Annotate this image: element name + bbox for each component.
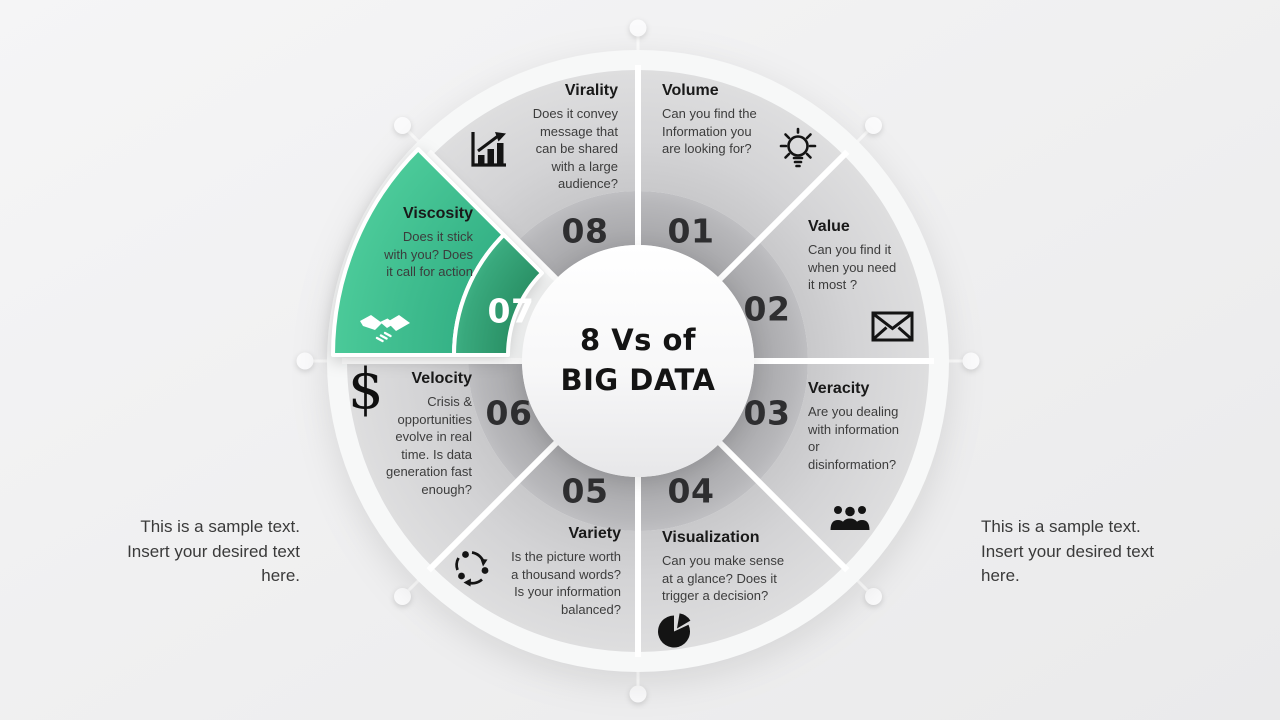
pie-chart-icon (658, 613, 691, 648)
segment-variety-description: Is the picture worth a thousand words? I… (511, 549, 621, 617)
segment-virality: Virality Does it convey message that can… (468, 82, 618, 193)
envelope-icon (871, 311, 914, 342)
segment-veracity: Veracity Are you dealing with informatio… (808, 380, 948, 473)
segment-virality-title: Virality (564, 82, 618, 99)
wheel-sector-03 (758, 361, 929, 567)
segment-volume-title: Volume (662, 82, 719, 99)
segment-variety: Variety Is the picture worth a thousand … (471, 525, 621, 618)
wheel-sector-01 (638, 69, 844, 241)
segment-veracity-description: Are you dealing with information or disi… (808, 404, 900, 472)
dollar-icon: $ (348, 362, 384, 418)
segment-viscosity-description: Does it stick with you? Does it call for… (384, 229, 473, 279)
number-badge-01: 01 (667, 211, 715, 251)
wheel-sector-06 (346, 361, 518, 567)
number-badge-02: 02 (743, 289, 791, 329)
segment-virality-description: Does it convey message that can be share… (532, 106, 618, 191)
segment-viscosity-title: Viscosity (403, 205, 473, 222)
number-badge-07: 07 (487, 291, 535, 331)
number-badge-08: 08 (561, 211, 609, 251)
segment-visualization-title: Visualization (662, 529, 760, 546)
wheel-center-title: 8 Vs of BIG DATA (518, 320, 758, 400)
number-badge-04: 04 (667, 471, 715, 511)
title-line-2: BIG DATA (560, 363, 716, 397)
segment-visualization: Visualization Can you make sense at a gl… (662, 529, 822, 605)
title-line-1: 8 Vs of (579, 323, 697, 357)
segment-variety-title: Variety (568, 525, 621, 542)
segment-value-description: Can you find it when you need it most ? (808, 242, 897, 292)
wheel-sector-07-highlighted (331, 147, 544, 357)
bar-chart-icon (471, 132, 506, 167)
wheel-sector-04 (638, 481, 844, 652)
segment-visualization-description: Can you make sense at a glance? Does it … (662, 553, 785, 603)
segment-viscosity: Viscosity Does it stick with you? Does i… (333, 205, 473, 281)
segment-value: Value Can you find it when you need it m… (808, 218, 948, 294)
segment-volume-description: Can you find the Information you are loo… (662, 106, 757, 156)
cycle-arrows-icon (455, 551, 489, 587)
segment-velocity: Velocity Crisis & opportunities evolve i… (332, 370, 472, 498)
segment-veracity-title: Veracity (808, 380, 870, 397)
wheel-sector-05 (432, 481, 638, 652)
number-badge-05: 05 (561, 471, 609, 511)
wheel-sector-08 (432, 69, 638, 241)
segment-velocity-title: Velocity (411, 370, 472, 387)
people-icon (830, 506, 870, 530)
handshake-icon (360, 315, 410, 343)
number-badge-06: 06 (485, 393, 533, 433)
number-badge-03: 03 (743, 393, 791, 433)
segment-velocity-description: Crisis & opportunities evolve in real ti… (385, 394, 472, 497)
dollar-glyph: $ (348, 357, 384, 422)
segment-volume: Volume Can you find the Information you … (662, 82, 812, 158)
sample-text-left: This is a sample text. Insert your desir… (127, 517, 300, 585)
segment-value-title: Value (808, 218, 850, 235)
lightbulb-icon (779, 127, 817, 168)
wheel-sector-02 (758, 155, 929, 361)
sample-text-right: This is a sample text. Insert your desir… (981, 517, 1154, 585)
wheel-center (522, 245, 754, 477)
